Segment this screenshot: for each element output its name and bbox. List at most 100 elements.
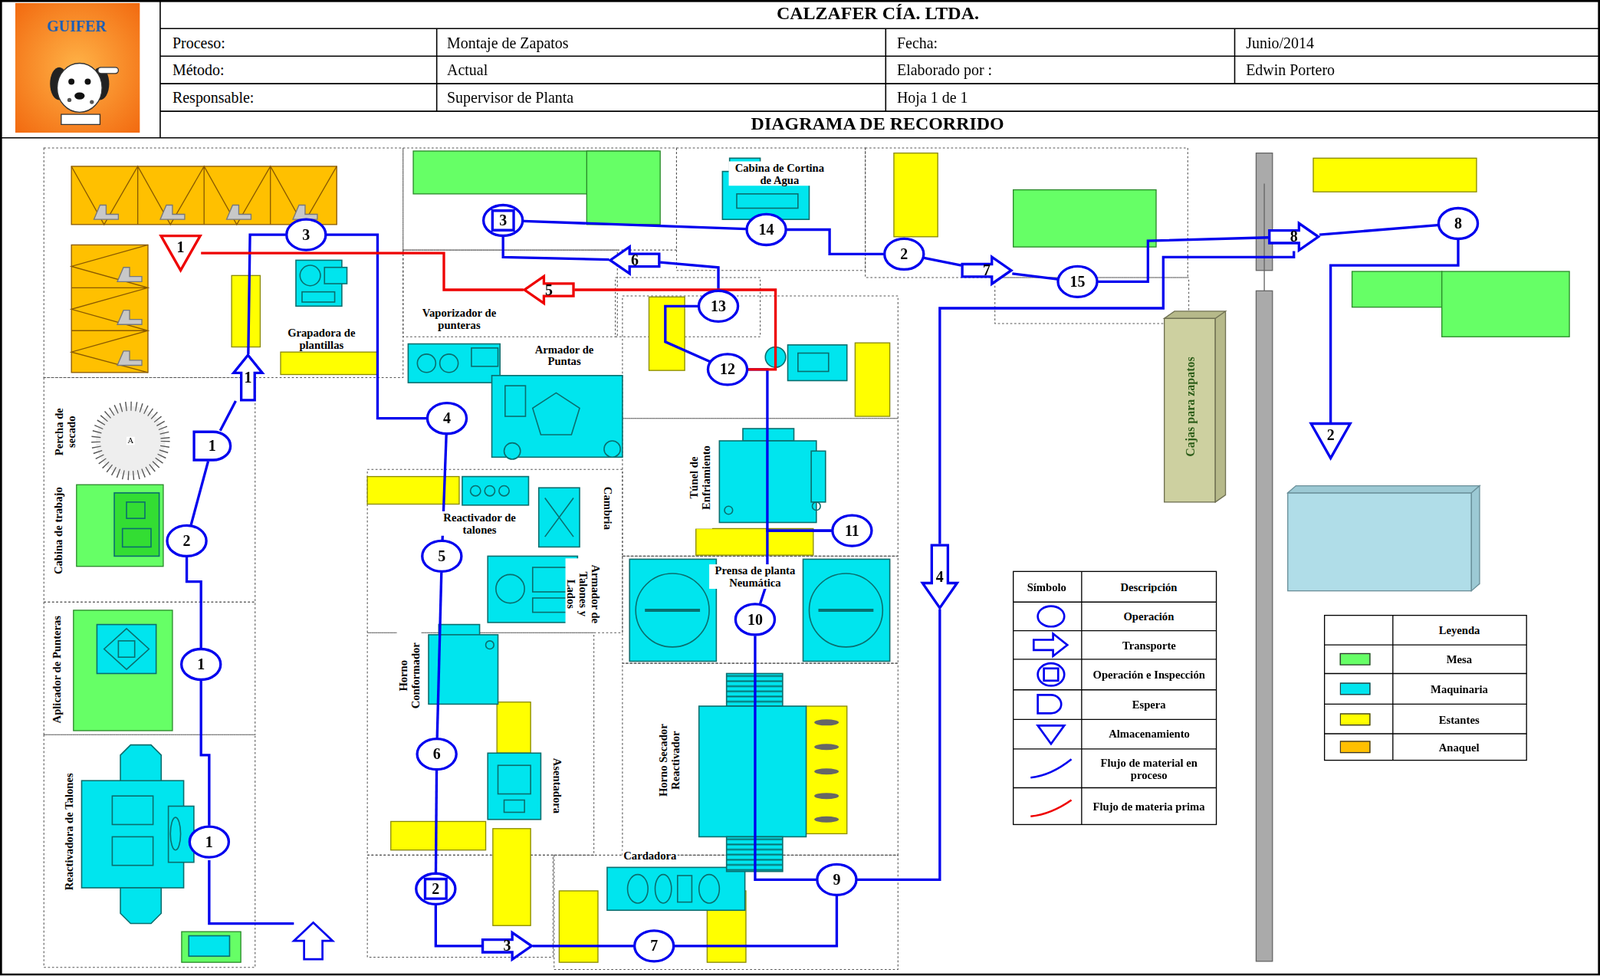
drawing-shape: [814, 792, 839, 799]
drawing-shape: [814, 719, 839, 822]
symbol-number: 9: [832, 871, 841, 888]
flow-line: [660, 262, 719, 290]
sheet-heading: DIAGRAMA DE RECORRIDO: [749, 114, 1006, 135]
drawing-shape: [492, 828, 531, 926]
drawing-shape: [114, 492, 160, 557]
drawing-shape: [805, 706, 847, 834]
legend-swatch: [1340, 740, 1371, 753]
drawing-shape: [622, 663, 898, 855]
drawing-shape: [1033, 634, 1068, 657]
drawing-shape: [586, 151, 661, 225]
flow-line: [187, 557, 202, 648]
legend-text: Flujo de materia prima: [1091, 800, 1206, 813]
drawing-shape: [483, 204, 523, 236]
legend-text: Operación: [1122, 610, 1176, 623]
symbol-number: 1: [205, 834, 214, 850]
header-cell: Fecha:: [896, 34, 940, 52]
drawing-shape: [1013, 190, 1157, 248]
machine-label: Reactivadora de Talones: [62, 772, 75, 892]
drawing-shape: [724, 505, 733, 515]
flow-line: [923, 257, 962, 266]
symbol-number: 11: [844, 522, 860, 539]
drawing-shape: [607, 867, 746, 911]
drawing-shape: [117, 310, 142, 326]
tables: [73, 151, 1570, 963]
flow-line: [200, 252, 524, 290]
operation-circle: 10: [734, 603, 776, 637]
shelves: [231, 153, 1477, 963]
drawing-shape: [1269, 223, 1319, 250]
drawing-shape: [634, 930, 674, 962]
symbol-number: 4: [443, 410, 451, 427]
drawing-shape: [832, 515, 872, 546]
symbol-number: 2: [431, 880, 440, 897]
drawing-shape: [93, 205, 119, 221]
drawing-shape: [74, 91, 85, 99]
drawing-shape: [962, 256, 1012, 284]
drawing-shape: [417, 354, 436, 373]
header-cell: Junio/2014: [1245, 34, 1315, 52]
machine-label: Cardadora: [622, 848, 678, 861]
drawing-shape: [922, 545, 957, 608]
drawing-shape: [622, 295, 898, 419]
drawing-shape: [120, 745, 161, 782]
drawing-shape: [1313, 157, 1477, 192]
flow-line: [1011, 273, 1058, 280]
drawing-shape: [1164, 311, 1226, 503]
operation-circle: 11: [831, 514, 873, 548]
legend-tables: [1013, 571, 1527, 825]
symbol-number: 2: [1327, 427, 1335, 443]
drawing-shape: [189, 826, 229, 858]
drawing-shape: [43, 147, 404, 378]
drawing-shape: [498, 765, 532, 794]
flow-line: [523, 220, 746, 229]
flow-line: [1319, 225, 1439, 236]
drawing-shape: [814, 816, 839, 823]
machine-label: Vaporizador de punteras: [407, 305, 510, 331]
legend-swatch: [1340, 682, 1371, 695]
drawing-shape: [76, 484, 164, 566]
operation-circle: 2: [883, 237, 925, 271]
percha: [95, 406, 166, 477]
drawing-shape: [1352, 271, 1443, 308]
drawing-shape: [504, 800, 526, 813]
drawing-shape: [189, 826, 229, 858]
blue-table: [1287, 486, 1480, 592]
drawing-shape: [160, 205, 185, 221]
drawing-shape: [538, 487, 580, 547]
drawing-shape: [677, 875, 693, 903]
drawing-shape: [462, 476, 529, 506]
drawing-shape: [699, 874, 720, 904]
drawing-shape: [893, 153, 938, 237]
machine-label: A: [126, 436, 135, 446]
drawing-shape: [286, 219, 326, 250]
drawing-shape: [854, 342, 890, 417]
drawing-shape: [188, 936, 230, 957]
drawing-shape: [233, 354, 263, 401]
header-cell: Hoja 1 de 1: [896, 88, 970, 106]
drawing-shape: [746, 213, 786, 245]
transport-symbol: 6: [609, 246, 661, 275]
operation-circle: 6: [416, 737, 457, 771]
symbol-number: 8: [1290, 229, 1298, 245]
drawing-shape: [1164, 318, 1216, 503]
drawing-shape: [818, 608, 874, 612]
legend-text: Almacenamiento: [1107, 727, 1191, 740]
symbol-number: 1: [208, 438, 217, 454]
drawing-shape: [532, 567, 568, 592]
operation-circle: 5: [421, 539, 463, 573]
drawing-shape: [1044, 668, 1059, 681]
legend-text: Transporte: [1121, 638, 1177, 651]
drawing-shape: [634, 930, 674, 962]
drawing-shape: [707, 354, 747, 385]
drawing-shape: [293, 922, 333, 960]
machine-label: Aplicador de Punteras: [50, 614, 63, 725]
drawing-shape: [160, 236, 201, 271]
operation-circle: 2: [166, 524, 207, 558]
symbol-number: 10: [747, 611, 763, 628]
symbol-number: 6: [433, 746, 441, 763]
flow-line: [435, 770, 437, 873]
drawing-shape: [15, 3, 140, 133]
